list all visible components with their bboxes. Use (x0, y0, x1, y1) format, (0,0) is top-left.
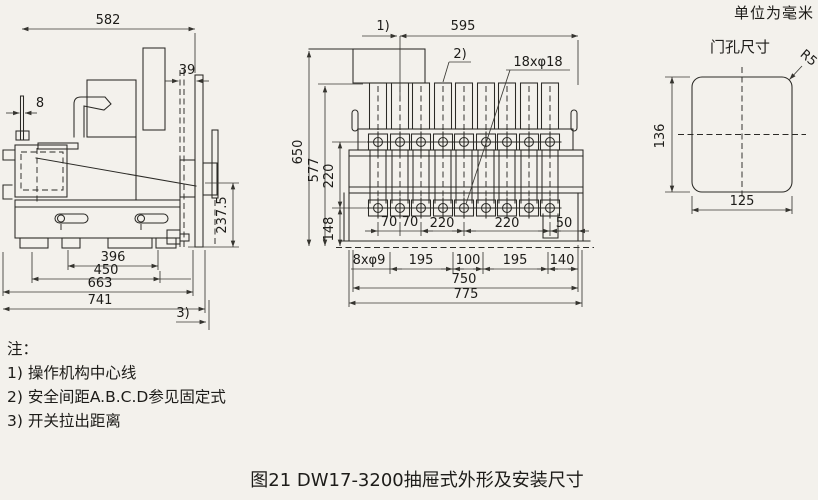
dim-70a: 70 (381, 215, 398, 230)
dim-148: 148 (322, 217, 337, 242)
dim-8: 8 (36, 96, 44, 111)
dim-195b: 195 (503, 253, 528, 268)
callout-8xphi9: 8xφ9 (353, 253, 386, 268)
dim-r5: R5 (797, 47, 818, 70)
dim-750: 750 (452, 272, 477, 287)
dim-70b: 70 (402, 215, 419, 230)
dim-220a: 220 (430, 216, 455, 231)
dim-741: 741 (88, 293, 113, 308)
side-view-dimensions: 582 39 8 237.5 396 450 (2, 13, 239, 330)
ref-note-2: 2) (453, 47, 466, 62)
dim-195a: 195 (409, 253, 434, 268)
dim-220b: 220 (495, 216, 520, 231)
door-hole-view: 门孔尺寸 R5 136 125 (653, 38, 818, 214)
front-view: 1) 595 2) 18xφ18 650 577 220 (291, 19, 594, 307)
dim-39: 39 (179, 63, 196, 78)
dim-650: 650 (291, 140, 306, 165)
notes-heading: 注： (7, 340, 39, 358)
note-line-2: 2) 安全间距A.B.C.D参见固定式 (7, 388, 226, 406)
dim-220-vertical: 220 (322, 164, 337, 189)
callout-18xphi18: 18xφ18 (513, 55, 562, 70)
door-hole-title: 门孔尺寸 (710, 38, 770, 56)
note-line-1: 1) 操作机构中心线 (7, 364, 137, 382)
dim-136: 136 (653, 124, 668, 149)
dim-100: 100 (456, 253, 481, 268)
ref-note-1: 1) (376, 19, 389, 34)
dim-50: 50 (556, 216, 573, 231)
side-view: 582 39 8 237.5 396 450 (2, 13, 239, 330)
ref-note-3: 3) (176, 306, 189, 321)
dim-582: 582 (96, 13, 121, 28)
dim-125: 125 (730, 194, 755, 209)
dim-396: 396 (101, 250, 126, 265)
dim-237-5: 237.5 (215, 196, 230, 233)
front-view-dimensions: 1) 595 2) 18xφ18 650 577 220 (291, 19, 589, 307)
dim-450: 450 (94, 263, 119, 278)
front-view-outline (308, 48, 594, 248)
dim-577: 577 (307, 158, 322, 183)
units-note: 单位为毫米 (733, 4, 814, 22)
dim-663: 663 (88, 276, 113, 291)
figure-caption: 图21 DW17-3200抽屉式外形及安装尺寸 (250, 470, 584, 491)
notes-block: 注： 1) 操作机构中心线 2) 安全间距A.B.C.D参见固定式 3) 开关拉… (7, 337, 226, 433)
side-view-outline (2, 47, 219, 249)
note-line-3: 3) 开关拉出距离 (7, 412, 121, 430)
dim-595: 595 (451, 19, 476, 34)
dim-140: 140 (550, 253, 575, 268)
dim-775: 775 (454, 287, 479, 302)
